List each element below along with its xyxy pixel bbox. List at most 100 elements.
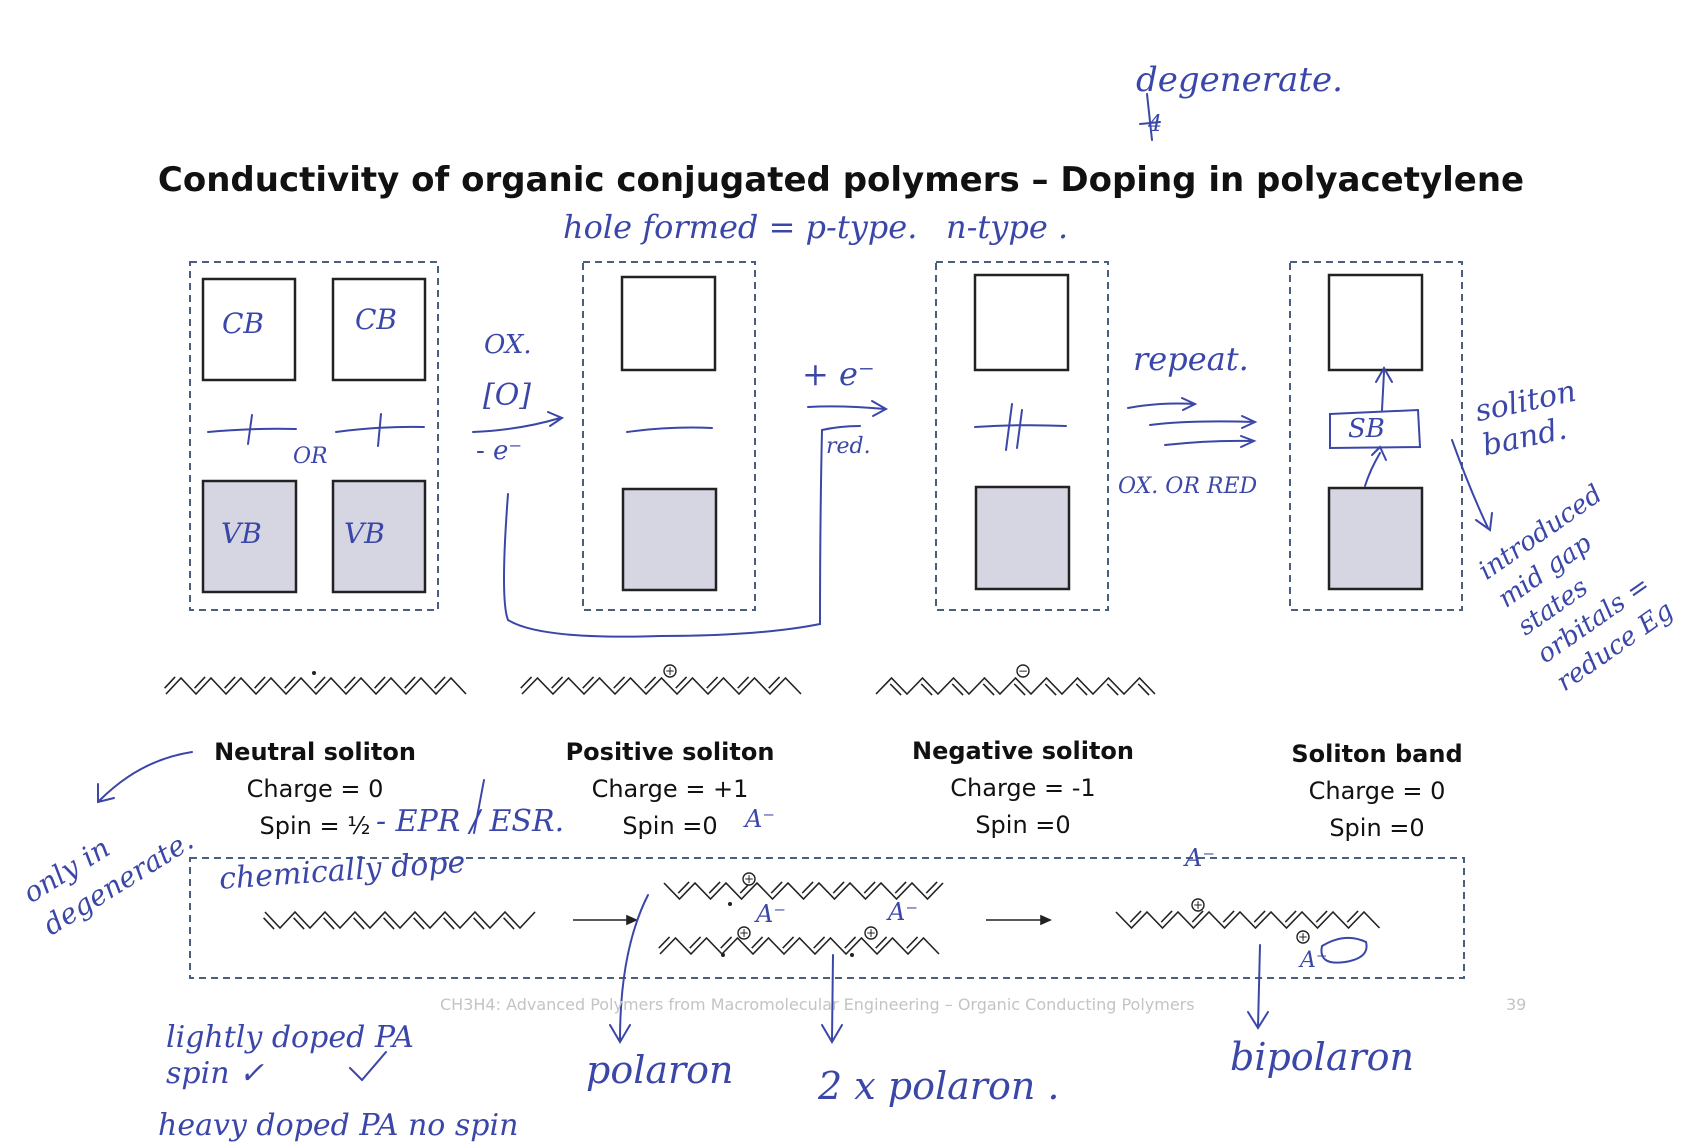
double-bond [503,917,515,930]
valence-band-box [974,485,1071,591]
panel-spin: Spin =0 [1329,814,1425,842]
check-mark [349,1051,387,1082]
polaron-pointer [609,894,649,1044]
spin-arrow [377,413,382,447]
valence-band-box [201,479,298,594]
double-bond [1129,910,1142,923]
reduction-arrow [807,400,889,417]
panel-name: Negative soliton [912,737,1134,765]
double-bond [982,683,995,696]
valence-band-box [331,479,427,594]
double-bond [1106,683,1119,696]
two-polaron-pointer [821,954,843,1044]
note-repeat: repeat. [1133,340,1249,378]
panel-label-band: Soliton band Charge = 0 Spin =0 [1227,736,1527,847]
spin-arrow [247,414,253,445]
positive-charge-circle [737,926,751,940]
double-bond [906,936,919,949]
panel-spin: Spin =0 [622,812,718,840]
spin-pair [1005,403,1023,451]
charge-sign: + [1193,898,1203,912]
polyacetylene-chain [521,676,802,696]
note-a-minus: A⁻ [1300,948,1328,973]
positive-charge-circle [663,664,677,678]
double-bond [1137,683,1150,696]
note-cb: CB [222,307,264,340]
double-bond [875,936,888,949]
double-bond [644,676,657,689]
double-bond [782,936,795,949]
double-bond [920,683,933,696]
positive-charge-circle [1191,898,1205,912]
sb-arrow-down [1364,445,1387,487]
double-bond [844,936,857,949]
double-bond [689,936,702,949]
note-heavy: heavy doped PA no spin [158,1108,519,1143]
panel-frame-band [1289,261,1463,611]
conduction-band-box [620,275,717,372]
note-lightly: lightly doped PA spin ✓ [166,1020,414,1091]
note-cb: CB [355,303,397,336]
level-line [207,427,297,433]
sb-arrow-up [1375,365,1393,411]
panel-label-positive: Positive soliton Charge = +1 Spin =0 [520,734,820,845]
repeat-arrow [1127,397,1198,411]
conduction-band-box [1327,273,1424,372]
double-bond [894,881,907,894]
double-bond [675,676,688,689]
note-degenerate: degenerate. [1136,60,1343,100]
double-bond [284,676,296,689]
double-bond [1044,683,1057,696]
radical-dot [728,902,732,906]
panel-frame-positive [582,261,756,611]
reaction-arrowhead [1040,914,1052,926]
note-o-bracket: [O] [483,378,532,413]
panel-spin: Spin =0 [975,811,1071,839]
double-bond [889,683,902,696]
double-bond [254,676,266,689]
counter-ion-ring [1320,936,1368,964]
polyacetylene-chain [659,936,940,956]
double-bond [658,936,671,949]
level-line [626,426,713,433]
note-or: OR [293,444,328,469]
hole-cycle-line [503,425,861,638]
panel-label-neutral: Neutral soliton Charge = 0 Spin = ½ [165,734,465,845]
note-a-minus: A⁻ [756,900,786,928]
panel-charge: Charge = +1 [591,775,749,803]
polyacetylene-chain [1115,910,1381,930]
note-polaron: polaron [586,1048,734,1092]
double-bond [770,881,783,894]
charge-sign: + [866,926,876,940]
double-bond [737,676,750,689]
double-bond [706,676,719,689]
panel-spin: Spin = ½ [259,812,371,840]
charge-sign: + [1298,930,1308,944]
panel-name: Soliton band [1291,740,1463,768]
double-bond [520,676,533,689]
charge-sign: − [1018,664,1028,678]
double-bond [413,917,425,930]
double-bond [383,917,395,930]
valence-band-box [1327,486,1424,591]
footer-course: CH3H4: Advanced Polymers from Macromolec… [440,995,1195,1014]
bipolaron-pointer [1247,944,1269,1030]
double-bond [801,881,814,894]
double-bond [224,676,236,689]
double-bond [751,936,764,949]
double-bond [768,676,781,689]
double-bond [1346,910,1359,923]
positive-charge-circle [864,926,878,940]
double-bond [293,917,305,930]
note-n-type: n-type . [946,208,1069,246]
page-number: 39 [1506,995,1527,1014]
positive-charge-circle [1296,930,1310,944]
note-a-minus: A⁻ [888,898,918,926]
note-a-minus: A⁻ [745,805,775,833]
double-bond [582,676,595,689]
repeat-arrow [1149,415,1258,429]
double-bond [613,676,626,689]
double-bond [925,881,938,894]
soliton-band-pointer [1451,439,1493,532]
